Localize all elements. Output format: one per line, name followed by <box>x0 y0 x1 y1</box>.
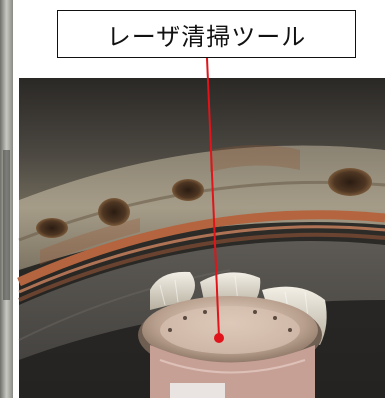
callout-label: レーザ清掃ツール <box>106 22 307 51</box>
callout-label-box: レーザ清掃ツール <box>57 10 356 58</box>
